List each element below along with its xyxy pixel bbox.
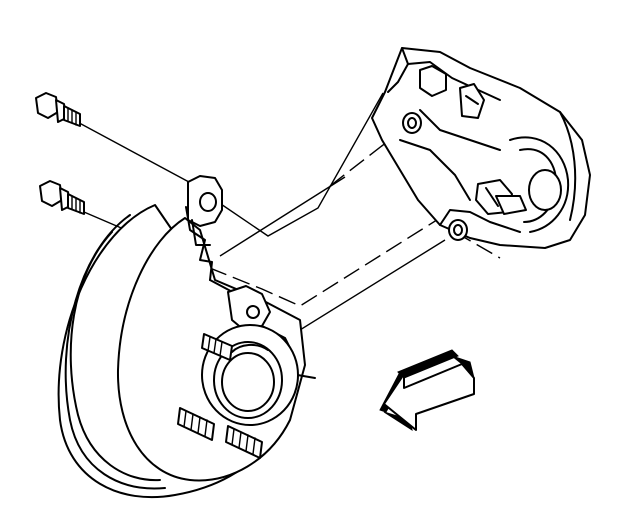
direction-arrow-icon (379, 349, 475, 432)
wheel-studs (177, 333, 263, 459)
wheel-stud (225, 425, 263, 459)
wheel-hub (201, 324, 299, 426)
knuckle-bracket (187, 175, 316, 379)
wheel-stud (201, 333, 233, 361)
wheel-stud (177, 407, 215, 441)
brake-caliper (371, 47, 591, 249)
lower-mounting-bolt (39, 180, 85, 215)
upper-mounting-bolt (35, 92, 81, 127)
